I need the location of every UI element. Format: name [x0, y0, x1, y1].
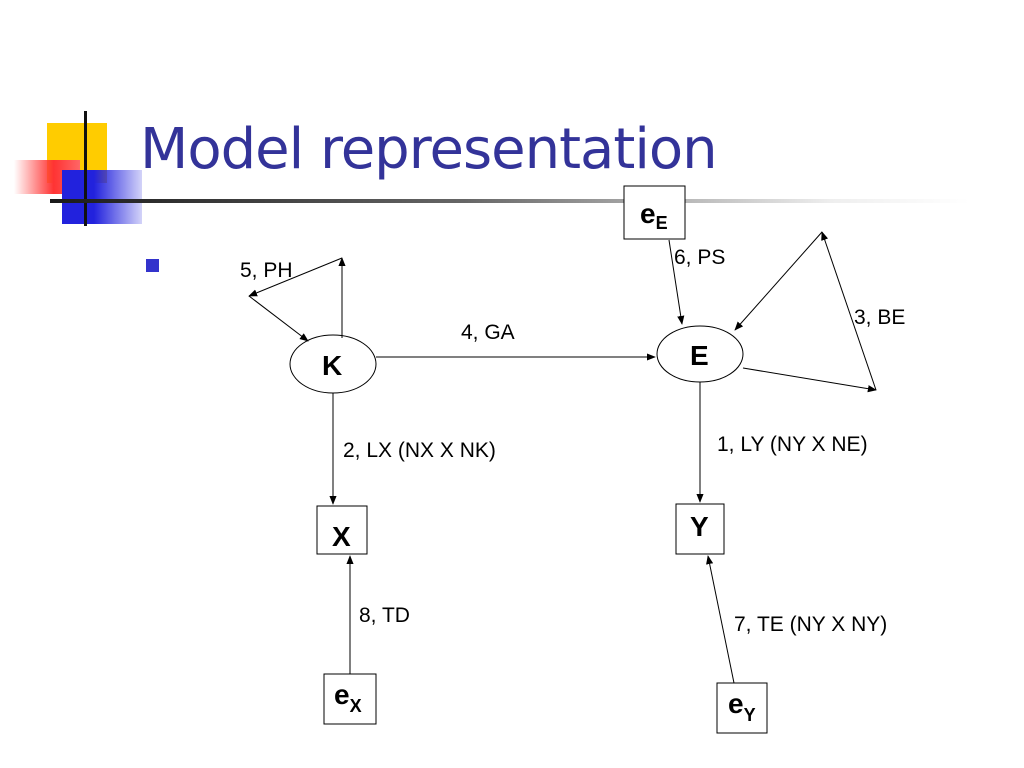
node-eX-base: e: [334, 679, 350, 710]
node-K-label: K: [322, 350, 342, 381]
label-ga: 4, GA: [461, 321, 515, 344]
node-eY-sub: Y: [744, 705, 756, 725]
node-eY-box: [716, 682, 768, 734]
node-E-label: E: [690, 340, 709, 371]
slide-title: Model representation: [140, 117, 718, 182]
node-eY-base: e: [728, 688, 744, 719]
node-Y-label: Y: [690, 511, 709, 542]
label-te: 7, TE (NY X NY): [734, 613, 887, 636]
ph-loop: [248, 257, 346, 342]
node-eE-label: eE: [640, 198, 668, 233]
node-Y-box: [675, 503, 725, 555]
ps-arrow: [668, 239, 685, 325]
node-X-box: [316, 505, 368, 555]
label-td: 8, TD: [359, 604, 410, 627]
node-eX-box: [323, 673, 377, 725]
decor-blue-square: [62, 170, 142, 224]
node-eY-label: eY: [728, 688, 756, 725]
label-ph: 5, PH: [240, 259, 293, 282]
node-eX-label: eX: [334, 679, 362, 716]
node-X-label: X: [332, 521, 351, 552]
bullet-marker: [146, 259, 159, 272]
be-loop: [734, 231, 877, 393]
label-ps: 6, PS: [674, 246, 725, 269]
label-ly: 1, LY (NY X NE): [717, 433, 868, 456]
node-eE-box: [623, 185, 686, 240]
decor-vertical-line: [84, 111, 87, 226]
label-be: 3, BE: [854, 306, 905, 329]
node-eX-sub: X: [350, 696, 362, 716]
node-eE-sub: E: [656, 213, 668, 233]
te-arrow: [706, 555, 735, 684]
node-eE-base: e: [640, 198, 656, 229]
title-underline: [50, 199, 970, 203]
label-lx: 2, LX (NX X NK): [343, 439, 496, 462]
